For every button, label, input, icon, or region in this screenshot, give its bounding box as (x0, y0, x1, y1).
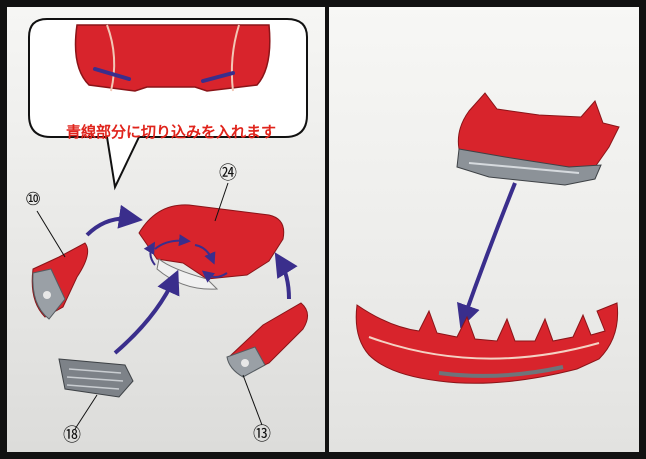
arrow-fold-3 (143, 241, 156, 266)
blue-cut-line-right (201, 71, 235, 83)
detail-fold-left (106, 24, 116, 92)
leader-line-18 (74, 394, 98, 430)
panel-divider (325, 7, 329, 452)
part-13 (226, 302, 308, 378)
detail-fold-right (230, 24, 240, 92)
instruction-caption: 青線部分に切り込みを入れます (65, 123, 276, 141)
part-label-10: ⑩ (25, 189, 42, 210)
arrow-13-to-24 (274, 252, 298, 300)
blue-cut-line-left (93, 67, 131, 81)
arrow-18-to-24 (113, 269, 180, 355)
leader-line-10 (36, 210, 66, 258)
part-label-24: ㉔ (219, 163, 237, 184)
bumper-strip (355, 302, 619, 384)
assembled-front-part (456, 92, 620, 186)
left-panel: 青線部分に切り込みを入れます ⑩ ㉔ ⑱ ⑬ (7, 7, 325, 452)
arrow-10-to-24 (85, 204, 143, 237)
right-illustration (355, 92, 620, 384)
arrow-fold-4 (201, 270, 228, 283)
part-18 (58, 358, 134, 398)
part-label-18: ⑱ (63, 425, 81, 446)
right-panel (329, 7, 639, 452)
arrow-fold-2 (194, 244, 216, 265)
part-10 (31, 242, 89, 320)
left-illustration (28, 18, 308, 430)
leader-line-24 (214, 182, 229, 222)
arrow-fold-1 (154, 234, 191, 250)
detail-red-part (74, 24, 271, 92)
part-label-13: ⑬ (253, 424, 271, 445)
arrow-down (457, 182, 517, 329)
leader-line-13 (242, 374, 263, 426)
